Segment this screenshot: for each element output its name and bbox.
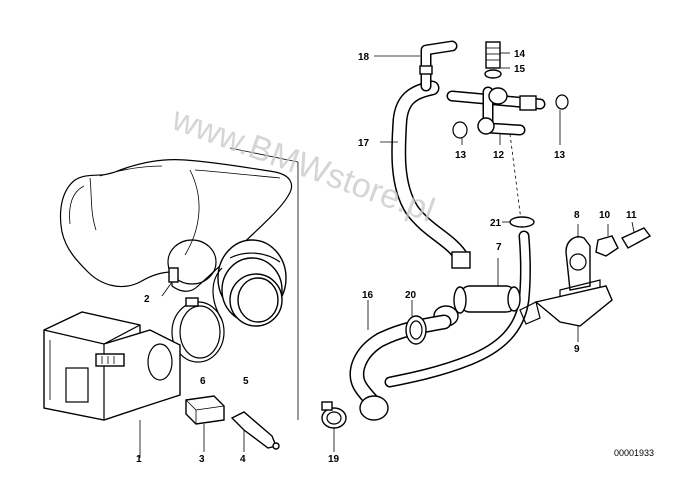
divider-line xyxy=(229,147,299,163)
label-16: 16 xyxy=(362,290,374,301)
part-12-valve xyxy=(446,86,546,145)
part-4-rubber-cap xyxy=(230,411,280,452)
label-6: 6 xyxy=(200,376,206,387)
part-21-clip xyxy=(502,216,535,228)
part-2-clamp xyxy=(161,267,179,297)
intake-manifold xyxy=(59,159,293,292)
label-4: 4 xyxy=(240,454,246,465)
part-17-vacuum-hose xyxy=(380,80,471,269)
label-20: 20 xyxy=(405,290,417,301)
label-19: 19 xyxy=(328,454,340,465)
label-12: 12 xyxy=(493,150,505,161)
part-14-spring xyxy=(485,41,510,69)
part-18-elbow-connector xyxy=(374,40,458,92)
label-13-right: 13 xyxy=(554,150,566,161)
part-labels: 1 2 3 4 5 6 7 8 9 10 11 12 13 13 14 15 1… xyxy=(136,49,637,465)
label-14: 14 xyxy=(514,49,526,60)
part-5-rubber-boot xyxy=(212,239,287,327)
label-21: 21 xyxy=(490,218,502,229)
label-2: 2 xyxy=(144,294,150,305)
label-11: 11 xyxy=(626,210,637,221)
part-3-connector xyxy=(185,395,225,452)
part-11-plug xyxy=(620,221,652,249)
part-13-o-ring-left xyxy=(452,121,468,145)
part-19-hose-clamp xyxy=(321,395,389,452)
label-10: 10 xyxy=(599,210,611,221)
label-15: 15 xyxy=(514,64,526,75)
label-13-left: 13 xyxy=(455,150,467,161)
label-7: 7 xyxy=(496,242,502,253)
label-9: 9 xyxy=(574,344,580,355)
label-17: 17 xyxy=(358,138,370,149)
part-6-hose-clamp xyxy=(171,297,225,363)
label-8: 8 xyxy=(574,210,580,221)
part-10-sensor xyxy=(595,224,619,257)
label-18: 18 xyxy=(358,52,370,63)
part-20-hose-clamp xyxy=(405,300,427,345)
part-13-o-ring-right xyxy=(555,94,569,145)
connection-dashed-line xyxy=(509,133,523,229)
part-1-air-flow-meter xyxy=(43,311,181,458)
label-3: 3 xyxy=(199,454,205,465)
label-5: 5 xyxy=(243,376,249,387)
part-9-bracket xyxy=(519,285,613,342)
part-16-hose xyxy=(349,300,452,416)
document-number: 00001933 xyxy=(614,448,654,458)
part-15-washer xyxy=(484,67,510,79)
label-1: 1 xyxy=(136,454,142,465)
